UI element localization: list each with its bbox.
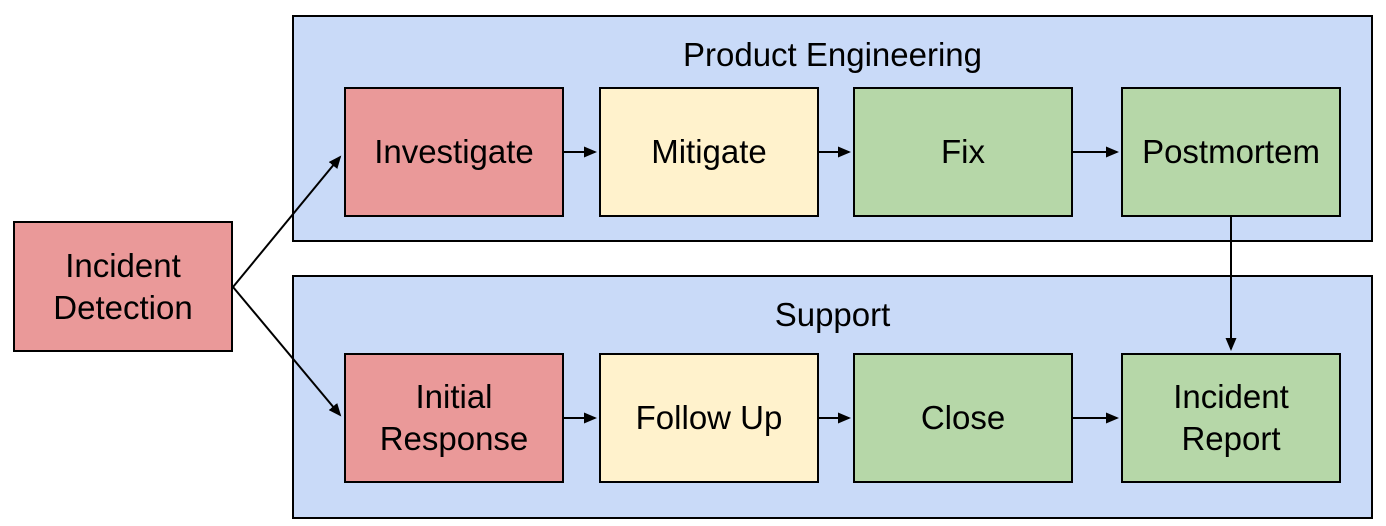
lane-title-support: Support: [774, 296, 891, 333]
node-close: Close: [853, 353, 1073, 483]
node-postmortem-label: Postmortem: [1142, 133, 1320, 171]
node-postmortem: Postmortem: [1121, 87, 1341, 217]
node-mitigate: Mitigate: [599, 87, 819, 217]
node-incident-report-label: Incident Report: [1173, 378, 1289, 457]
node-initial-response: Initial Response: [344, 353, 564, 483]
node-mitigate-label: Mitigate: [651, 133, 767, 171]
node-investigate: Investigate: [344, 87, 564, 217]
node-initial-response-label: Initial Response: [379, 378, 529, 457]
node-fix-label: Fix: [941, 133, 985, 171]
node-follow-up-label: Follow Up: [635, 399, 783, 437]
node-fix: Fix: [853, 87, 1073, 217]
lane-title-product-engineering: Product Engineering: [682, 36, 983, 73]
node-investigate-label: Investigate: [374, 133, 534, 171]
node-follow-up: Follow Up: [599, 353, 819, 483]
node-incident-report: Incident Report: [1121, 353, 1341, 483]
node-incident-detection-label: Incident Detection: [53, 246, 193, 326]
node-incident-detection: Incident Detection: [13, 221, 233, 352]
node-close-label: Close: [920, 399, 1006, 437]
